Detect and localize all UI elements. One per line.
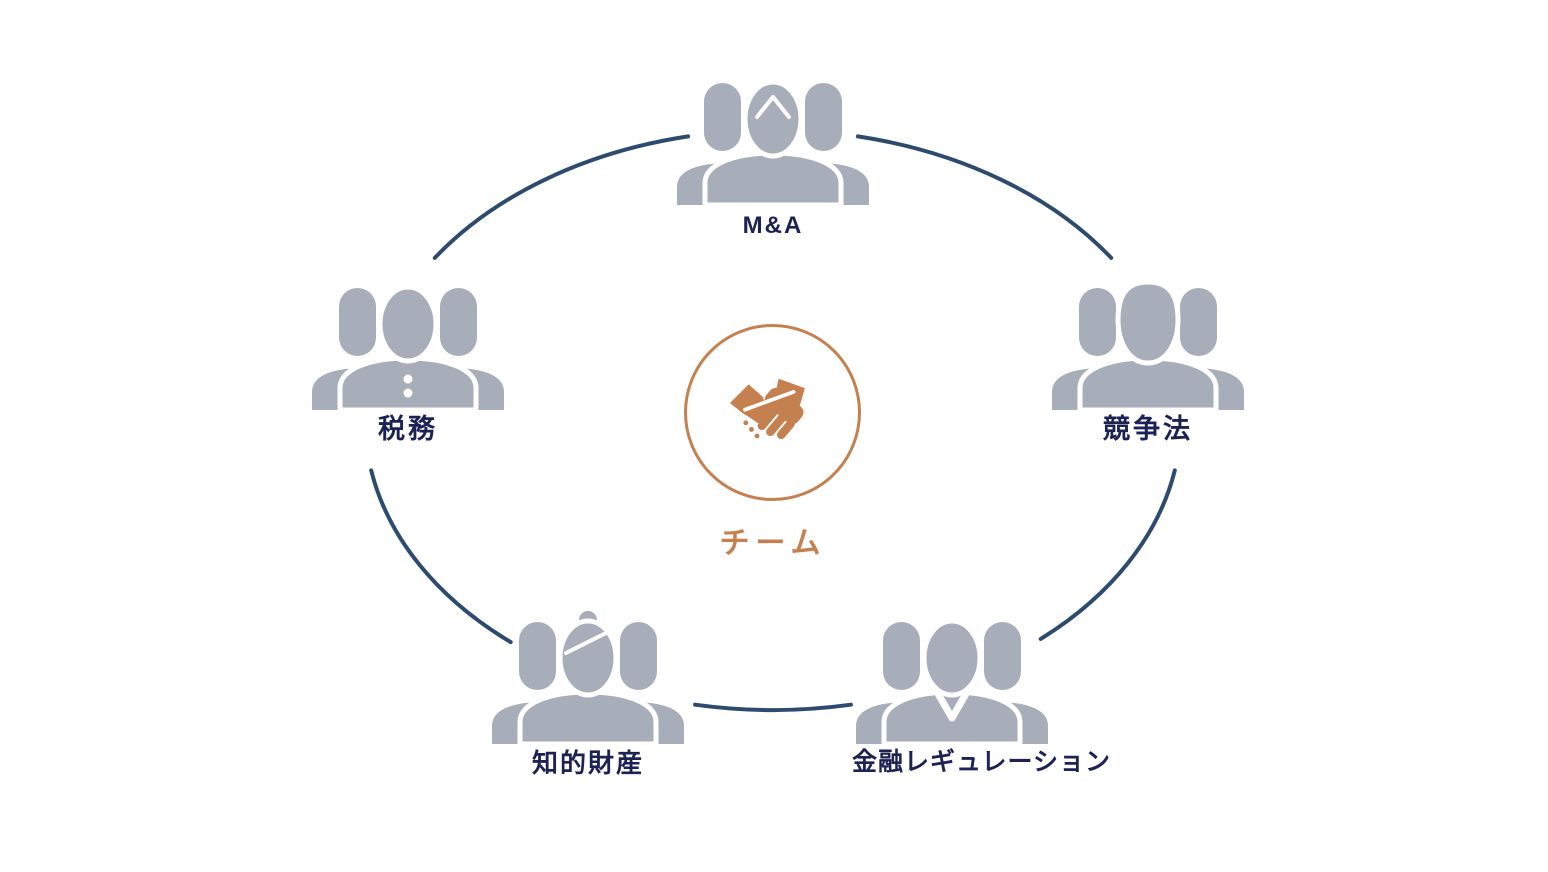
hair-swoosh-detail bbox=[564, 630, 610, 655]
people-group-icon bbox=[1052, 279, 1244, 413]
button-detail bbox=[403, 374, 413, 384]
ellipse-arc-left-top bbox=[432, 134, 691, 260]
node-ma: M&A bbox=[673, 63, 873, 239]
node-label: 競争法 bbox=[1103, 414, 1193, 444]
team-label: チーム bbox=[719, 527, 827, 560]
node-tax: 税務 bbox=[308, 268, 508, 445]
left-sleeve bbox=[729, 384, 764, 416]
people-group-icon bbox=[312, 284, 504, 413]
ellipse-arc-right-bottom bbox=[1038, 468, 1177, 641]
people-group-icon bbox=[492, 607, 684, 747]
team-circle bbox=[684, 324, 861, 501]
node-label: 税務 bbox=[378, 414, 438, 444]
node-financial-regulation: 金融レギュレーション bbox=[852, 602, 1112, 777]
node-competition-law: 競争法 bbox=[1048, 268, 1248, 445]
node-label: 金融レギュレーション bbox=[852, 748, 1112, 776]
ellipse-arc-bottom bbox=[693, 702, 853, 713]
rounded-hair-head-detail bbox=[1115, 279, 1181, 366]
people-group-icon bbox=[677, 79, 869, 208]
v-neck-collar-detail bbox=[933, 690, 971, 722]
ellipse-arc-bottom-left bbox=[369, 468, 513, 645]
node-intellectual-property: 知的財産 bbox=[488, 602, 688, 778]
ellipse-arc-top-right bbox=[855, 134, 1114, 260]
hair-part-detail bbox=[755, 95, 791, 119]
button-detail bbox=[403, 388, 413, 398]
people-group-icon bbox=[856, 618, 1048, 747]
node-label: M&A bbox=[742, 212, 804, 239]
node-label: 知的財産 bbox=[531, 748, 644, 778]
handshake-icon bbox=[729, 378, 805, 440]
